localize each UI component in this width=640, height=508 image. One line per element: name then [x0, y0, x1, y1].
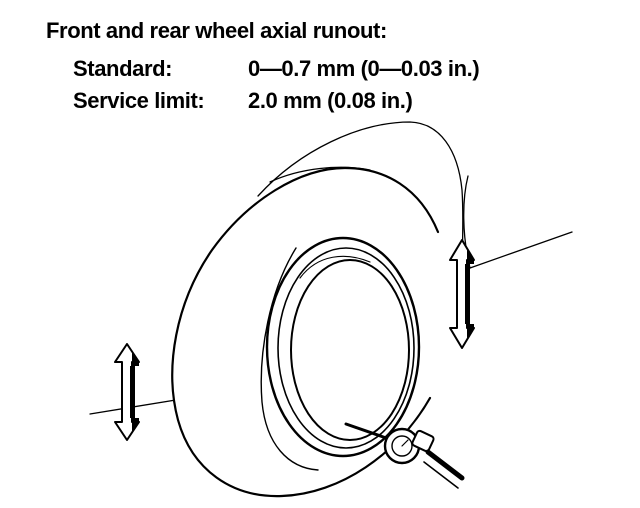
spec-heading: Front and rear wheel axial runout: — [46, 18, 387, 43]
ground-line — [89, 397, 189, 415]
double-headed-arrow-icon — [114, 343, 140, 441]
double-headed-arrow-icon — [449, 239, 475, 349]
service-limit-label: Service limit: — [73, 88, 205, 113]
standard-label: Standard: — [73, 56, 173, 81]
service-limit-value: 2.0 mm (0.08 in.) — [248, 88, 413, 113]
standard-value: 0—0.7 mm (0—0.03 in.) — [248, 56, 480, 81]
dial-indicator — [344, 422, 465, 489]
wheel-rim — [265, 236, 421, 458]
